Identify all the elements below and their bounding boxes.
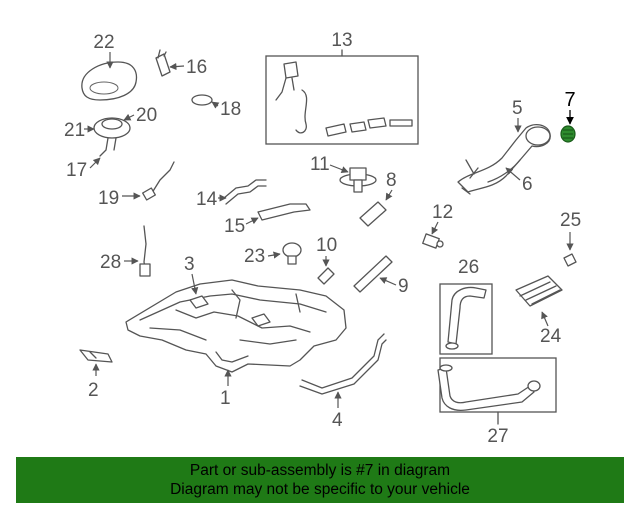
part-12-sensor: [422, 233, 444, 249]
callout-25: 25: [560, 210, 581, 231]
part-24-canister: [515, 275, 563, 307]
part-19-harness: [149, 161, 175, 197]
callout-22: 22: [93, 32, 114, 53]
part-22-cover-plate: [81, 61, 138, 101]
callout-6: 6: [522, 174, 533, 195]
leader-6: [505, 167, 521, 181]
leader-12: [431, 221, 439, 235]
leader-8: [385, 189, 393, 201]
part-28-bolt: [139, 263, 151, 277]
leader-15: [245, 217, 259, 225]
part-26-hose: [445, 286, 487, 350]
callout-10: 10: [316, 235, 337, 256]
part-18-gasket: [191, 94, 213, 106]
parts-diagram: 22 16 18 20 21 17 19 13 1: [64, 30, 581, 447]
leader-24: [541, 311, 549, 327]
part-25-clip: [563, 253, 577, 267]
callout-13: 13: [331, 30, 352, 51]
callout-21: 21: [64, 120, 85, 141]
callout-20: 20: [136, 105, 157, 126]
callout-2: 2: [88, 380, 99, 401]
callout-23: 23: [244, 246, 265, 267]
leader-3: [191, 273, 199, 295]
callout-24: 24: [540, 326, 562, 347]
part-11-regulator: [339, 167, 377, 193]
callout-26: 26: [458, 257, 479, 278]
part-19-connector: [142, 187, 156, 201]
part-5-filler-neck: [457, 123, 551, 195]
banner-line-part-number: Part or sub-assembly is #7 in diagram: [189, 462, 451, 479]
callout-9: 9: [398, 276, 409, 297]
info-banner: Part or sub-assembly is #7 in diagram Di…: [16, 457, 624, 503]
part-4-strap: [301, 333, 385, 389]
callout-18: 18: [220, 99, 241, 120]
callout-5: 5: [512, 98, 523, 119]
leader-11: [329, 164, 349, 174]
part-2-bracket-detail: [89, 351, 97, 359]
callout-16: 16: [186, 57, 207, 78]
callout-7: 7: [564, 89, 575, 111]
callout-14: 14: [196, 189, 218, 210]
callout-27: 27: [487, 426, 508, 447]
part-23-valve: [282, 242, 302, 265]
callout-8: 8: [386, 170, 397, 191]
callout-11: 11: [310, 154, 330, 175]
callout-12: 12: [432, 202, 453, 223]
part-14-pipe-edge: [225, 185, 267, 205]
part-2-bracket: [79, 349, 113, 363]
part-14-pipe: [223, 179, 267, 199]
part-1-fuel-tank: [125, 279, 347, 373]
leader-16: [169, 62, 185, 71]
callout-3: 3: [184, 254, 195, 275]
part-10-hose: [317, 267, 335, 285]
part-13-kit-contents: [275, 61, 413, 137]
callout-28: 28: [100, 252, 121, 273]
leader-23: [267, 251, 281, 259]
callout-15: 15: [224, 216, 245, 237]
part-7-fuel-cap: [560, 125, 576, 143]
leader-20: [123, 113, 135, 121]
leader-9: [379, 277, 397, 286]
leader-18: [211, 101, 220, 109]
part-26-box: [439, 283, 493, 355]
part-15-hose: [257, 203, 311, 221]
part-21-sender-unit: [93, 117, 131, 157]
part-8-hose: [359, 201, 387, 227]
callout-19: 19: [98, 188, 119, 209]
leader-17: [89, 157, 101, 169]
callout-1: 1: [220, 388, 231, 409]
part-27-hose: [437, 364, 541, 412]
part-16-fuel-filter: [155, 49, 171, 77]
callout-17: 17: [66, 160, 87, 181]
banner-line-disclaimer: Diagram may not be specific to your vehi…: [170, 481, 470, 498]
part-9-tube: [353, 255, 393, 293]
callout-4: 4: [332, 410, 343, 431]
part-4-strap-edge: [299, 339, 387, 395]
